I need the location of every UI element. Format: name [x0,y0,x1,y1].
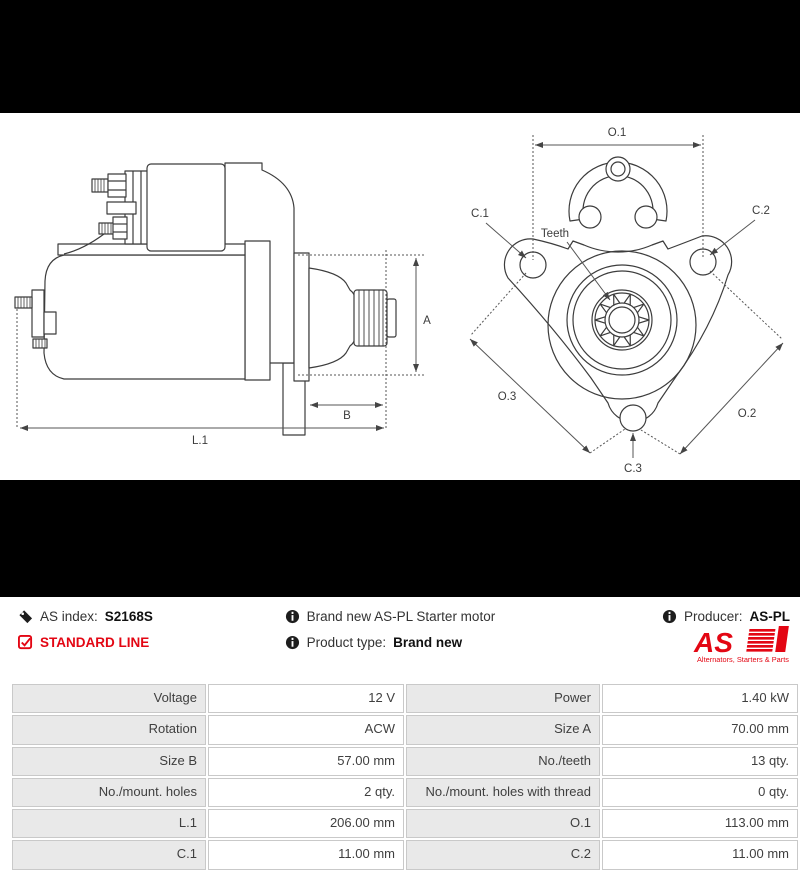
checkbox-checked-icon [18,635,33,650]
spec-label-cell: Voltage [12,684,206,714]
info-icon [285,635,300,650]
middle-black-bar [0,480,800,597]
starter-front-view-drawing: O.1 C.1 C.2 C.3 Teeth O.3 O.2 [469,127,784,475]
spec-label-cell: Size A [406,715,600,745]
dim-label-o1: O.1 [608,127,627,139]
spec-label-cell: L.1 [12,809,206,839]
product-line-label: STANDARD LINE [40,635,150,650]
dim-label-c1: C.1 [471,208,489,220]
side-view-dimension-lines [16,250,424,431]
producer-label: Producer: [683,609,743,624]
as-index-value: S2168S [104,609,153,624]
spec-value-cell: 11.00 mm [602,840,798,870]
spec-label-cell: C.1 [12,840,206,870]
spec-value-cell: ACW [208,715,404,745]
motor-body [43,254,246,380]
description-row: Brand new AS-PL Starter motor [285,609,662,624]
tag-icon [18,609,33,624]
spec-label-cell: C.2 [406,840,600,870]
dim-label-o3: O.3 [498,391,517,403]
spec-label-cell: O.1 [406,809,600,839]
technical-drawings: A B L.1 [0,113,800,480]
product-info-strip: AS index: S2168S STANDARD LINE Brand new… [0,597,800,680]
dim-label-a: A [423,315,431,327]
solenoid [146,163,226,252]
teeth-label: Teeth [541,228,569,240]
info-icon [662,609,677,624]
info-icon [285,609,300,624]
dim-label-c2: C.2 [752,205,770,217]
front-view-part-outline [503,156,733,432]
product-type-label: Product type: [306,635,387,650]
side-view-part-outline [14,162,397,436]
top-arch [568,161,668,222]
spec-value-cell: 11.00 mm [208,840,404,870]
spec-value-cell: 113.00 mm [602,809,798,839]
spec-label-cell: No./teeth [406,746,600,776]
logo-text: AS [693,627,733,658]
spec-label-cell: Rotation [12,715,206,745]
spec-value-cell: 0 qty. [602,777,798,807]
spec-value-cell: 12 V [208,684,404,714]
spec-value-cell: 13 qty. [602,746,798,776]
dim-label-o2: O.2 [738,408,757,420]
producer-value: AS-PL [749,609,791,624]
spec-value-cell: 70.00 mm [602,715,798,745]
as-index-label: AS index: [40,609,98,624]
producer-row: Producer: AS-PL [662,609,790,624]
spec-value-cell: 206.00 mm [208,809,404,839]
product-type-value: Brand new [393,635,463,650]
spec-label-cell: No./mount. holes with thread [406,777,600,807]
spec-label-cell: Power [406,684,600,714]
spec-label-cell: No./mount. holes [12,777,206,807]
spec-label-cell: Size B [12,746,206,776]
spec-value-cell: 2 qty. [208,777,404,807]
dim-label-l1: L.1 [192,435,208,447]
mount-hole-c3 [619,404,647,432]
as-pl-logo: AS Alternators, Starters & Parts [692,625,790,670]
starter-side-view-drawing: A B L.1 [14,162,431,447]
spline-teeth [594,293,650,347]
top-black-bar [0,0,800,113]
as-index-row: AS index: S2168S [18,609,285,624]
front-view-dimension-lines [469,135,784,458]
logo-tagline: Alternators, Starters & Parts [697,657,790,664]
spec-value-cell: 1.40 kW [602,684,798,714]
spec-value-cell: 57.00 mm [208,746,404,776]
dim-label-b: B [343,410,351,422]
product-description: Brand new AS-PL Starter motor [306,609,496,624]
product-type-row: Product type: Brand new [285,635,662,650]
dim-label-c3: C.3 [624,463,642,475]
product-line-row: STANDARD LINE [18,635,285,650]
